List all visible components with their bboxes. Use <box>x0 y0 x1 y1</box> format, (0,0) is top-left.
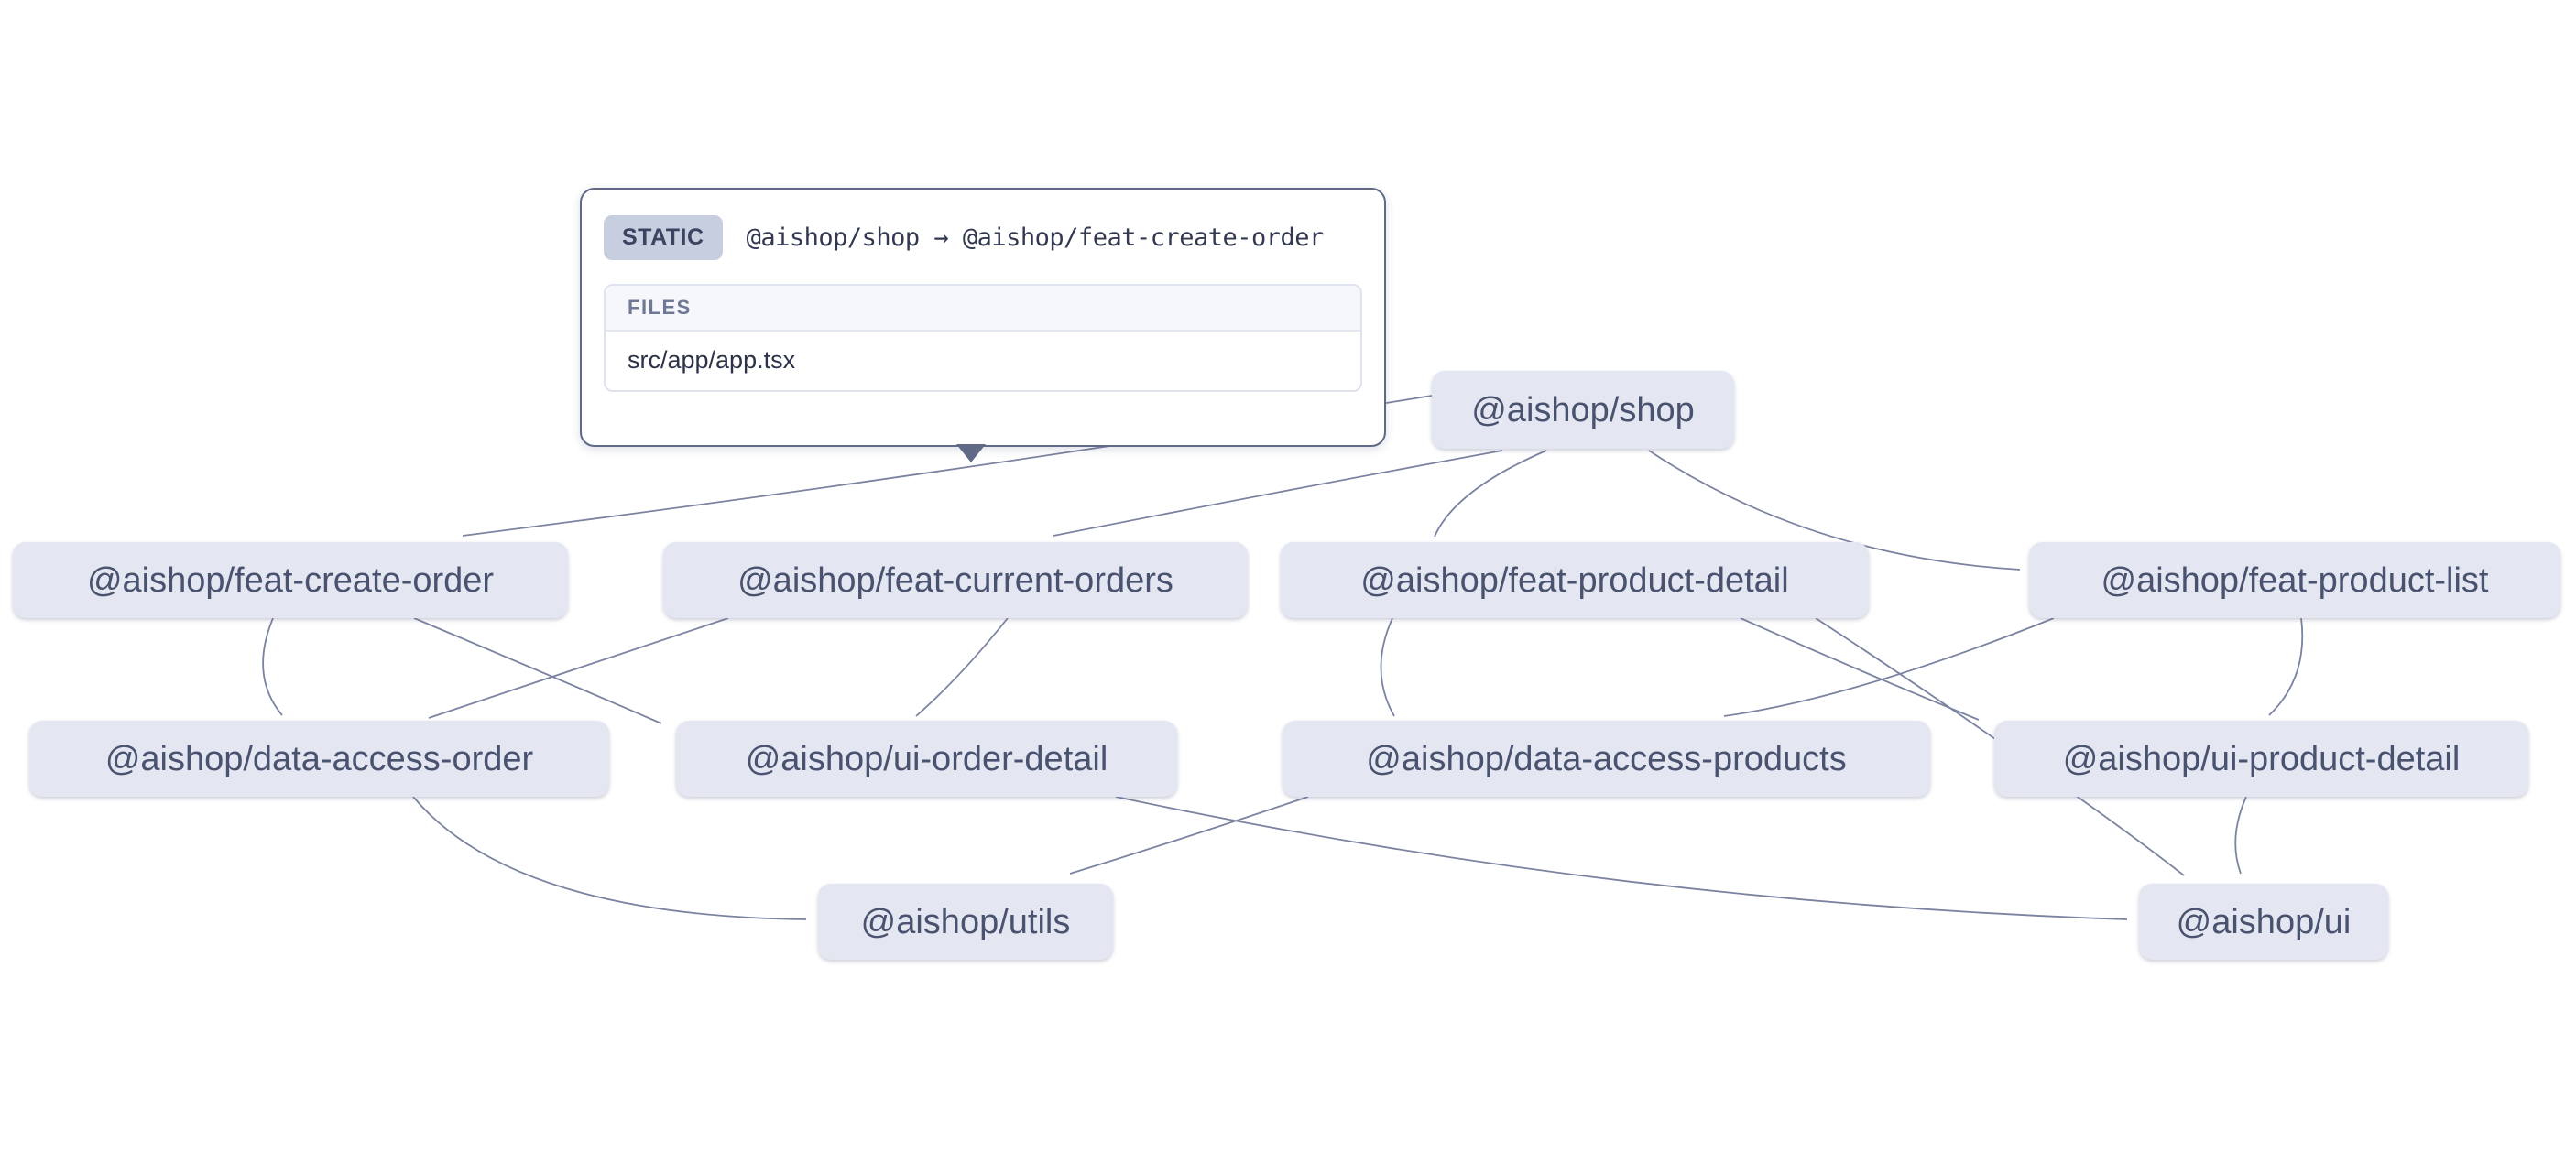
edge-feat-product-detail-to-data-access-products[interactable] <box>1380 617 1395 717</box>
edge-tooltip: STATIC @aishop/shop → @aishop/feat-creat… <box>580 188 1386 447</box>
files-list: src/app/app.tsx <box>606 332 1360 390</box>
edge-feat-create-order-to-ui-order-detail[interactable] <box>413 617 662 724</box>
graph-node-feat-create-order[interactable]: @aishop/feat-create-order <box>13 542 568 618</box>
edge-feat-current-orders-to-ui-order-detail[interactable] <box>915 617 1009 717</box>
edges-group <box>262 395 2304 920</box>
graph-node-feat-current-orders[interactable]: @aishop/feat-current-orders <box>663 542 1248 618</box>
graph-node-ui-order-detail[interactable]: @aishop/ui-order-detail <box>676 721 1177 797</box>
edge-feat-product-list-to-ui-product-detail[interactable] <box>2268 617 2304 716</box>
graph-node-feat-product-detail[interactable]: @aishop/feat-product-detail <box>1281 542 1869 618</box>
tooltip-pointer-icon <box>956 444 986 462</box>
edge-feat-product-list-to-data-access-products[interactable] <box>1723 617 2055 717</box>
edge-shop-to-feat-product-detail[interactable] <box>1434 450 1547 538</box>
edge-data-access-order-to-utils[interactable] <box>412 796 807 920</box>
edge-shop-to-feat-product-list[interactable] <box>1648 450 2021 571</box>
edge-ui-order-detail-to-ui[interactable] <box>1115 796 2128 920</box>
tooltip-header: STATIC @aishop/shop → @aishop/feat-creat… <box>604 215 1362 260</box>
graph-node-data-access-order[interactable]: @aishop/data-access-order <box>29 721 609 797</box>
edge-label: @aishop/shop → @aishop/feat-create-order <box>746 223 1325 252</box>
graph-node-shop[interactable]: @aishop/shop <box>1432 371 1734 449</box>
graph-node-feat-product-list[interactable]: @aishop/feat-product-list <box>2029 542 2560 618</box>
graph-node-data-access-products[interactable]: @aishop/data-access-products <box>1283 721 1930 797</box>
edge-feat-product-detail-to-ui-product-detail[interactable] <box>1740 617 1980 721</box>
edge-data-access-products-to-utils[interactable] <box>1069 796 1309 875</box>
edge-type-badge: STATIC <box>604 215 723 260</box>
edge-feat-create-order-to-data-access-order[interactable] <box>262 617 283 716</box>
edge-shop-to-feat-current-orders[interactable] <box>1053 450 1503 537</box>
graph-node-ui-product-detail[interactable]: @aishop/ui-product-detail <box>1994 721 2528 797</box>
file-row: src/app/app.tsx <box>606 332 1360 390</box>
edge-feat-current-orders-to-data-access-order[interactable] <box>428 617 729 719</box>
edge-ui-product-detail-to-ui[interactable] <box>2234 796 2247 875</box>
files-panel: FILES src/app/app.tsx <box>604 284 1362 392</box>
files-panel-header: FILES <box>606 286 1360 332</box>
graph-node-ui[interactable]: @aishop/ui <box>2139 884 2388 960</box>
graph-node-utils[interactable]: @aishop/utils <box>818 884 1113 960</box>
